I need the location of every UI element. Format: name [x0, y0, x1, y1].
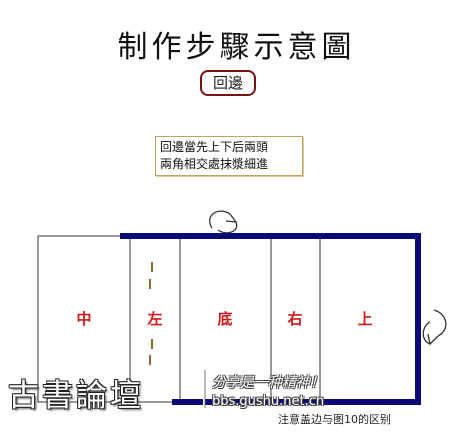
- panel-label-center: 中: [76, 310, 91, 328]
- diagram-title: 制作步驟示意圖: [117, 30, 356, 65]
- note-line-2: 兩角相交處抹漿細進: [160, 157, 269, 171]
- watermark-url: bbs.gushu.net.cn: [212, 394, 325, 409]
- watermark-name: 古書論壇: [8, 378, 144, 414]
- caption-note: 注意盖边与图10的区别: [278, 413, 391, 426]
- curved-arrow-icon: [422, 309, 447, 346]
- panel-label-bottom: 底: [217, 310, 232, 328]
- curved-arrow-icon: [209, 210, 238, 234]
- fold-marks: [149, 262, 153, 365]
- subtitle-badge: 回邊: [200, 70, 256, 96]
- panel-label-right: 右: [287, 310, 302, 328]
- panel-label-left: 左: [146, 310, 162, 328]
- folded-edge-border: [120, 233, 421, 405]
- instruction-note: 回邊當先上下后兩頭 兩角相交處抹漿細進: [155, 136, 303, 176]
- panel-label-top: 上: [357, 310, 372, 328]
- note-line-1: 回邊當先上下后兩頭: [160, 140, 269, 154]
- watermark-slogan: 分享是一种精神！: [212, 375, 324, 391]
